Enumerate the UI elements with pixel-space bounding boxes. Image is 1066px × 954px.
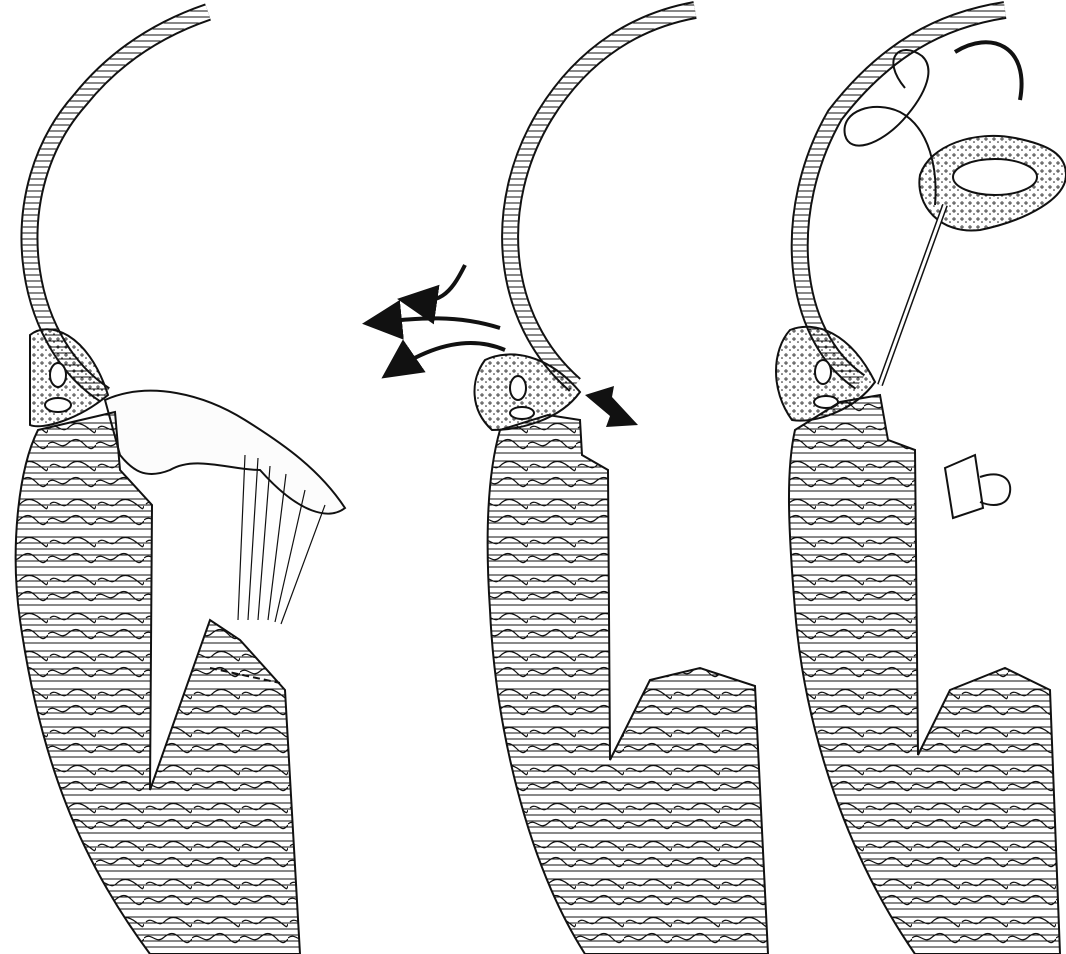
flow-arrow-1 bbox=[405, 265, 465, 301]
suture-needle bbox=[955, 42, 1022, 100]
node-2-cell-1 bbox=[510, 376, 526, 400]
node-3-cell-1 bbox=[815, 360, 831, 384]
bold-arrow bbox=[585, 386, 638, 427]
node-2-cell-2 bbox=[510, 407, 534, 419]
node-1 bbox=[30, 329, 108, 426]
node-1-cell-1 bbox=[50, 363, 66, 387]
panel-1 bbox=[16, 12, 345, 954]
wall-3 bbox=[789, 395, 1060, 954]
wall-2 bbox=[488, 415, 768, 954]
flow-arrow-2 bbox=[370, 318, 500, 328]
wall-1 bbox=[16, 412, 300, 954]
top-tube-2-hatch bbox=[510, 10, 695, 385]
node-1-cell-2 bbox=[45, 398, 71, 412]
panel-3 bbox=[776, 10, 1066, 954]
ring-hole bbox=[953, 159, 1037, 195]
implant-stem-inner bbox=[880, 205, 945, 385]
panel-2 bbox=[370, 10, 768, 954]
clip-device bbox=[945, 455, 983, 518]
clip-loop bbox=[980, 474, 1010, 505]
